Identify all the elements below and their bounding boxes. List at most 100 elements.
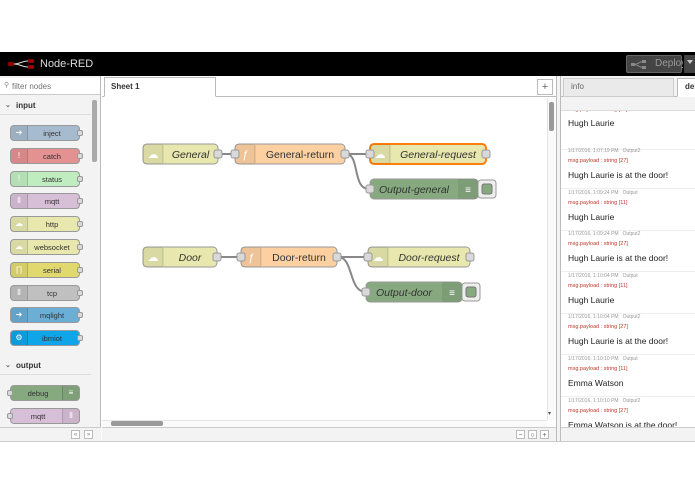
tab-label: debug xyxy=(685,82,695,91)
flow-node-label: Output-general xyxy=(379,184,450,196)
debug-node-name: Output2 xyxy=(622,148,641,154)
flow-node-label: General-request xyxy=(400,149,477,161)
add-tab-button[interactable]: + xyxy=(537,79,553,95)
palette-node-label: inject xyxy=(43,129,61,138)
flow-node-http-in[interactable]: ☁General xyxy=(142,143,223,165)
debug-icon: ≡ xyxy=(465,185,471,196)
flow-node-function[interactable]: ƒ Door-return xyxy=(236,246,342,268)
tab-debug[interactable]: debug xyxy=(677,78,695,97)
deploy-button[interactable] xyxy=(626,55,682,73)
palette-node-inject[interactable]: ➔inject xyxy=(10,125,80,141)
globe-icon: ☁ xyxy=(373,252,384,264)
zoom-out-button[interactable]: − xyxy=(516,430,525,439)
palette-node-label: http xyxy=(45,220,59,230)
debug-message-list[interactable]: msg.payload : string [11]Hugh Laurie1/17… xyxy=(561,111,695,427)
palette-node-catch[interactable]: !catch xyxy=(10,147,80,164)
serial-icon: ∏ xyxy=(11,262,28,277)
debug-toggle-button[interactable] xyxy=(465,286,477,298)
function-icon: ƒ xyxy=(242,149,248,161)
palette-node-status[interactable]: !status xyxy=(10,170,80,187)
node-output-port[interactable] xyxy=(340,149,350,159)
bridge-icon: ⦀ xyxy=(62,408,79,423)
globe-icon: ☁ xyxy=(375,149,386,161)
sidebar-splitter[interactable] xyxy=(556,76,561,442)
collapse-all-button[interactable]: « xyxy=(71,430,80,439)
node-input-port[interactable] xyxy=(236,252,246,262)
debug-message[interactable]: msg.payload : string [11]Hugh Laurie xyxy=(561,111,695,150)
node-input-port xyxy=(7,412,13,419)
flow-node-http-request[interactable]: ☁ General-request xyxy=(365,143,491,165)
zoom-in-button[interactable]: + xyxy=(540,430,549,439)
function-icon: ƒ xyxy=(248,252,254,264)
tab-sheet-1[interactable]: Sheet 1 xyxy=(104,77,216,97)
flow-node-http-request[interactable]: ☁Door-request xyxy=(363,246,475,268)
palette-node-label: mqtt xyxy=(44,197,60,207)
node-output-port xyxy=(77,198,83,205)
category-label: input xyxy=(16,101,36,110)
palette-node-http[interactable]: ☁ http xyxy=(10,216,80,233)
node-input-port[interactable] xyxy=(365,184,375,194)
node-output-port xyxy=(77,266,83,273)
palette-node-ibmiot[interactable]: ⚙ibmiot xyxy=(10,330,80,347)
node-output-port[interactable] xyxy=(332,252,342,262)
flow-node-label: General xyxy=(172,149,210,161)
palette-node-mqtt[interactable]: ⦀mqtt xyxy=(10,193,80,210)
category-output-header[interactable]: ⌄ output xyxy=(0,357,91,375)
node-input-port[interactable] xyxy=(230,149,240,159)
palette-node-tcp[interactable]: ⦀tcp xyxy=(10,284,80,301)
palette-node-label: status xyxy=(41,174,62,184)
palette-node-mqtt[interactable]: ⦀mqtt xyxy=(10,407,80,424)
node-input-port[interactable] xyxy=(361,287,371,297)
zoom-reset-button[interactable]: ○ xyxy=(528,430,537,439)
canvas-vertical-scroll-thumb[interactable] xyxy=(549,102,554,131)
node-output-port[interactable] xyxy=(465,252,475,262)
debug-payload-value: Hugh Laurie xyxy=(568,211,615,222)
palette-node-label: mqlight xyxy=(39,311,65,321)
expand-all-button[interactable]: » xyxy=(84,430,93,439)
canvas-horizontal-scrollbar[interactable] xyxy=(102,420,547,427)
flow-node-debug[interactable]: ≡Output-door xyxy=(361,281,481,303)
debug-timestamp: 1/17/2016, 1:07:19 PM xyxy=(568,148,619,154)
node-output-port[interactable] xyxy=(212,252,222,262)
flow-node-label: Door-return xyxy=(272,252,326,264)
palette-node-serial[interactable]: ∏serial xyxy=(10,261,80,278)
debug-toggle-button[interactable] xyxy=(481,183,493,195)
debug-timestamp: 1/17/2016, 1:10:04 PM xyxy=(568,272,619,279)
category-input-header[interactable]: ⌄ input xyxy=(0,97,91,115)
node-output-port xyxy=(77,221,83,228)
debug-payload-value: Hugh Laurie is at the door! xyxy=(568,253,669,264)
mqlight-icon: ➜ xyxy=(11,308,28,323)
canvas-horizontal-scroll-thumb[interactable] xyxy=(111,421,163,426)
palette-node-debug[interactable]: ≡debug xyxy=(10,385,80,401)
node-input-port[interactable] xyxy=(365,149,375,159)
category-label: output xyxy=(16,361,41,370)
tab-info[interactable]: info xyxy=(563,78,674,97)
sidebar-footer xyxy=(561,427,695,441)
palette-scrollbar[interactable] xyxy=(92,100,97,162)
node-output-port[interactable] xyxy=(213,149,223,159)
sidebar xyxy=(561,76,695,442)
globe-icon: ☁ xyxy=(11,217,28,232)
scroll-down-icon[interactable]: ▾ xyxy=(548,411,552,417)
palette-node-mqlight[interactable]: ➜ mqlight xyxy=(10,307,80,324)
palette-node-websocket[interactable]: ☁websocket xyxy=(10,239,80,255)
node-input-port[interactable] xyxy=(363,252,373,262)
debug-payload-type: msg.payload : string [27] xyxy=(568,324,628,331)
node-output-port[interactable] xyxy=(481,149,491,159)
flow-node-debug[interactable]: ≡ Output-general xyxy=(365,178,497,200)
debug-node-name: Output2 xyxy=(622,397,641,404)
deploy-menu-button[interactable] xyxy=(683,55,695,73)
flow-node-http-in[interactable]: ☁Door xyxy=(142,246,222,268)
canvas-vertical-scrollbar[interactable] xyxy=(547,98,556,420)
filter-nodes-input[interactable] xyxy=(5,80,95,92)
debug-payload-value: Hugh Laurie is at the door! xyxy=(568,336,669,347)
